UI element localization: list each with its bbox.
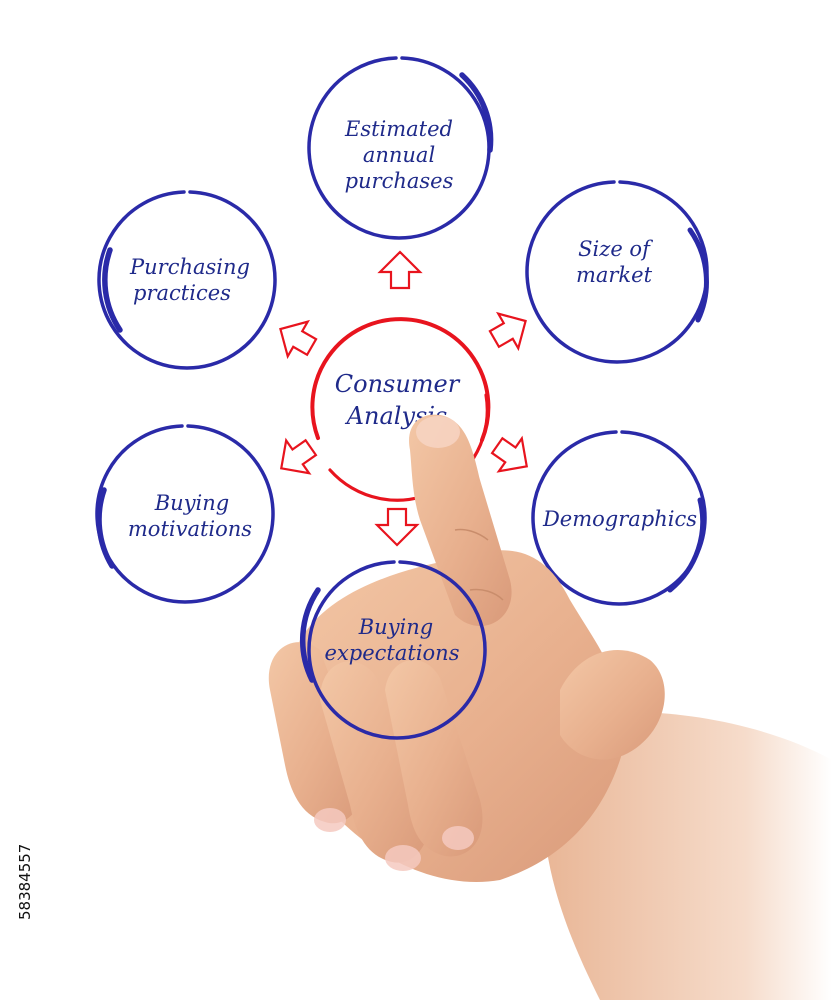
node-label-line1: Buying: [154, 491, 230, 515]
center-label-line1: Consumer: [335, 370, 461, 398]
stock-id-text: 58384557: [16, 844, 34, 920]
node-label-line2: market: [576, 263, 653, 287]
node-ring-accent: [299, 587, 321, 683]
node-ring: [307, 56, 491, 240]
node-ring: [531, 430, 707, 606]
arrow-upper-left: [279, 319, 318, 360]
node-buying-expectations: Buying expectations: [299, 560, 487, 740]
node-label-line2: annual: [363, 143, 435, 167]
node-buying-motivations: Buying motivations: [95, 424, 275, 604]
arrow-upper-right: [488, 311, 527, 352]
node-label-line3: purchases: [345, 169, 454, 193]
node-label-line1: Demographics: [542, 507, 697, 531]
arrow-lower-left: [279, 437, 318, 475]
node-ring-accent: [687, 227, 709, 323]
node-ring-accent: [102, 247, 123, 333]
node-ring-accent: [459, 72, 494, 153]
node-ring: [97, 190, 277, 370]
arrow-down: [374, 507, 420, 547]
node-label-line2: expectations: [325, 641, 460, 665]
node-ring: [95, 424, 275, 604]
node-ring-accent: [667, 497, 706, 593]
node-ring: [307, 560, 487, 740]
node-label-line1: Size of: [578, 237, 653, 261]
pointing-hand-image: [268, 414, 832, 1000]
node-purchasing-practices: Purchasing practices: [97, 190, 277, 370]
arrow-up: [377, 250, 423, 290]
node-size-of-market: Size of market: [525, 180, 709, 364]
node-label-line2: practices: [133, 281, 231, 305]
node-estimated-annual-purchases: Estimated annual purchases: [307, 56, 494, 240]
node-ring-accent: [96, 487, 115, 569]
center-ring: [310, 317, 491, 442]
center-node: Consumer Analysis: [310, 317, 491, 502]
arrow-lower-right: [490, 435, 529, 473]
node-label-line1: Buying: [358, 615, 434, 639]
node-label-line1: Estimated: [344, 117, 453, 141]
node-label-line1: Purchasing: [129, 255, 250, 279]
node-ring: [525, 180, 709, 364]
node-demographics: Demographics: [531, 430, 707, 606]
node-label-line2: motivations: [128, 517, 252, 541]
